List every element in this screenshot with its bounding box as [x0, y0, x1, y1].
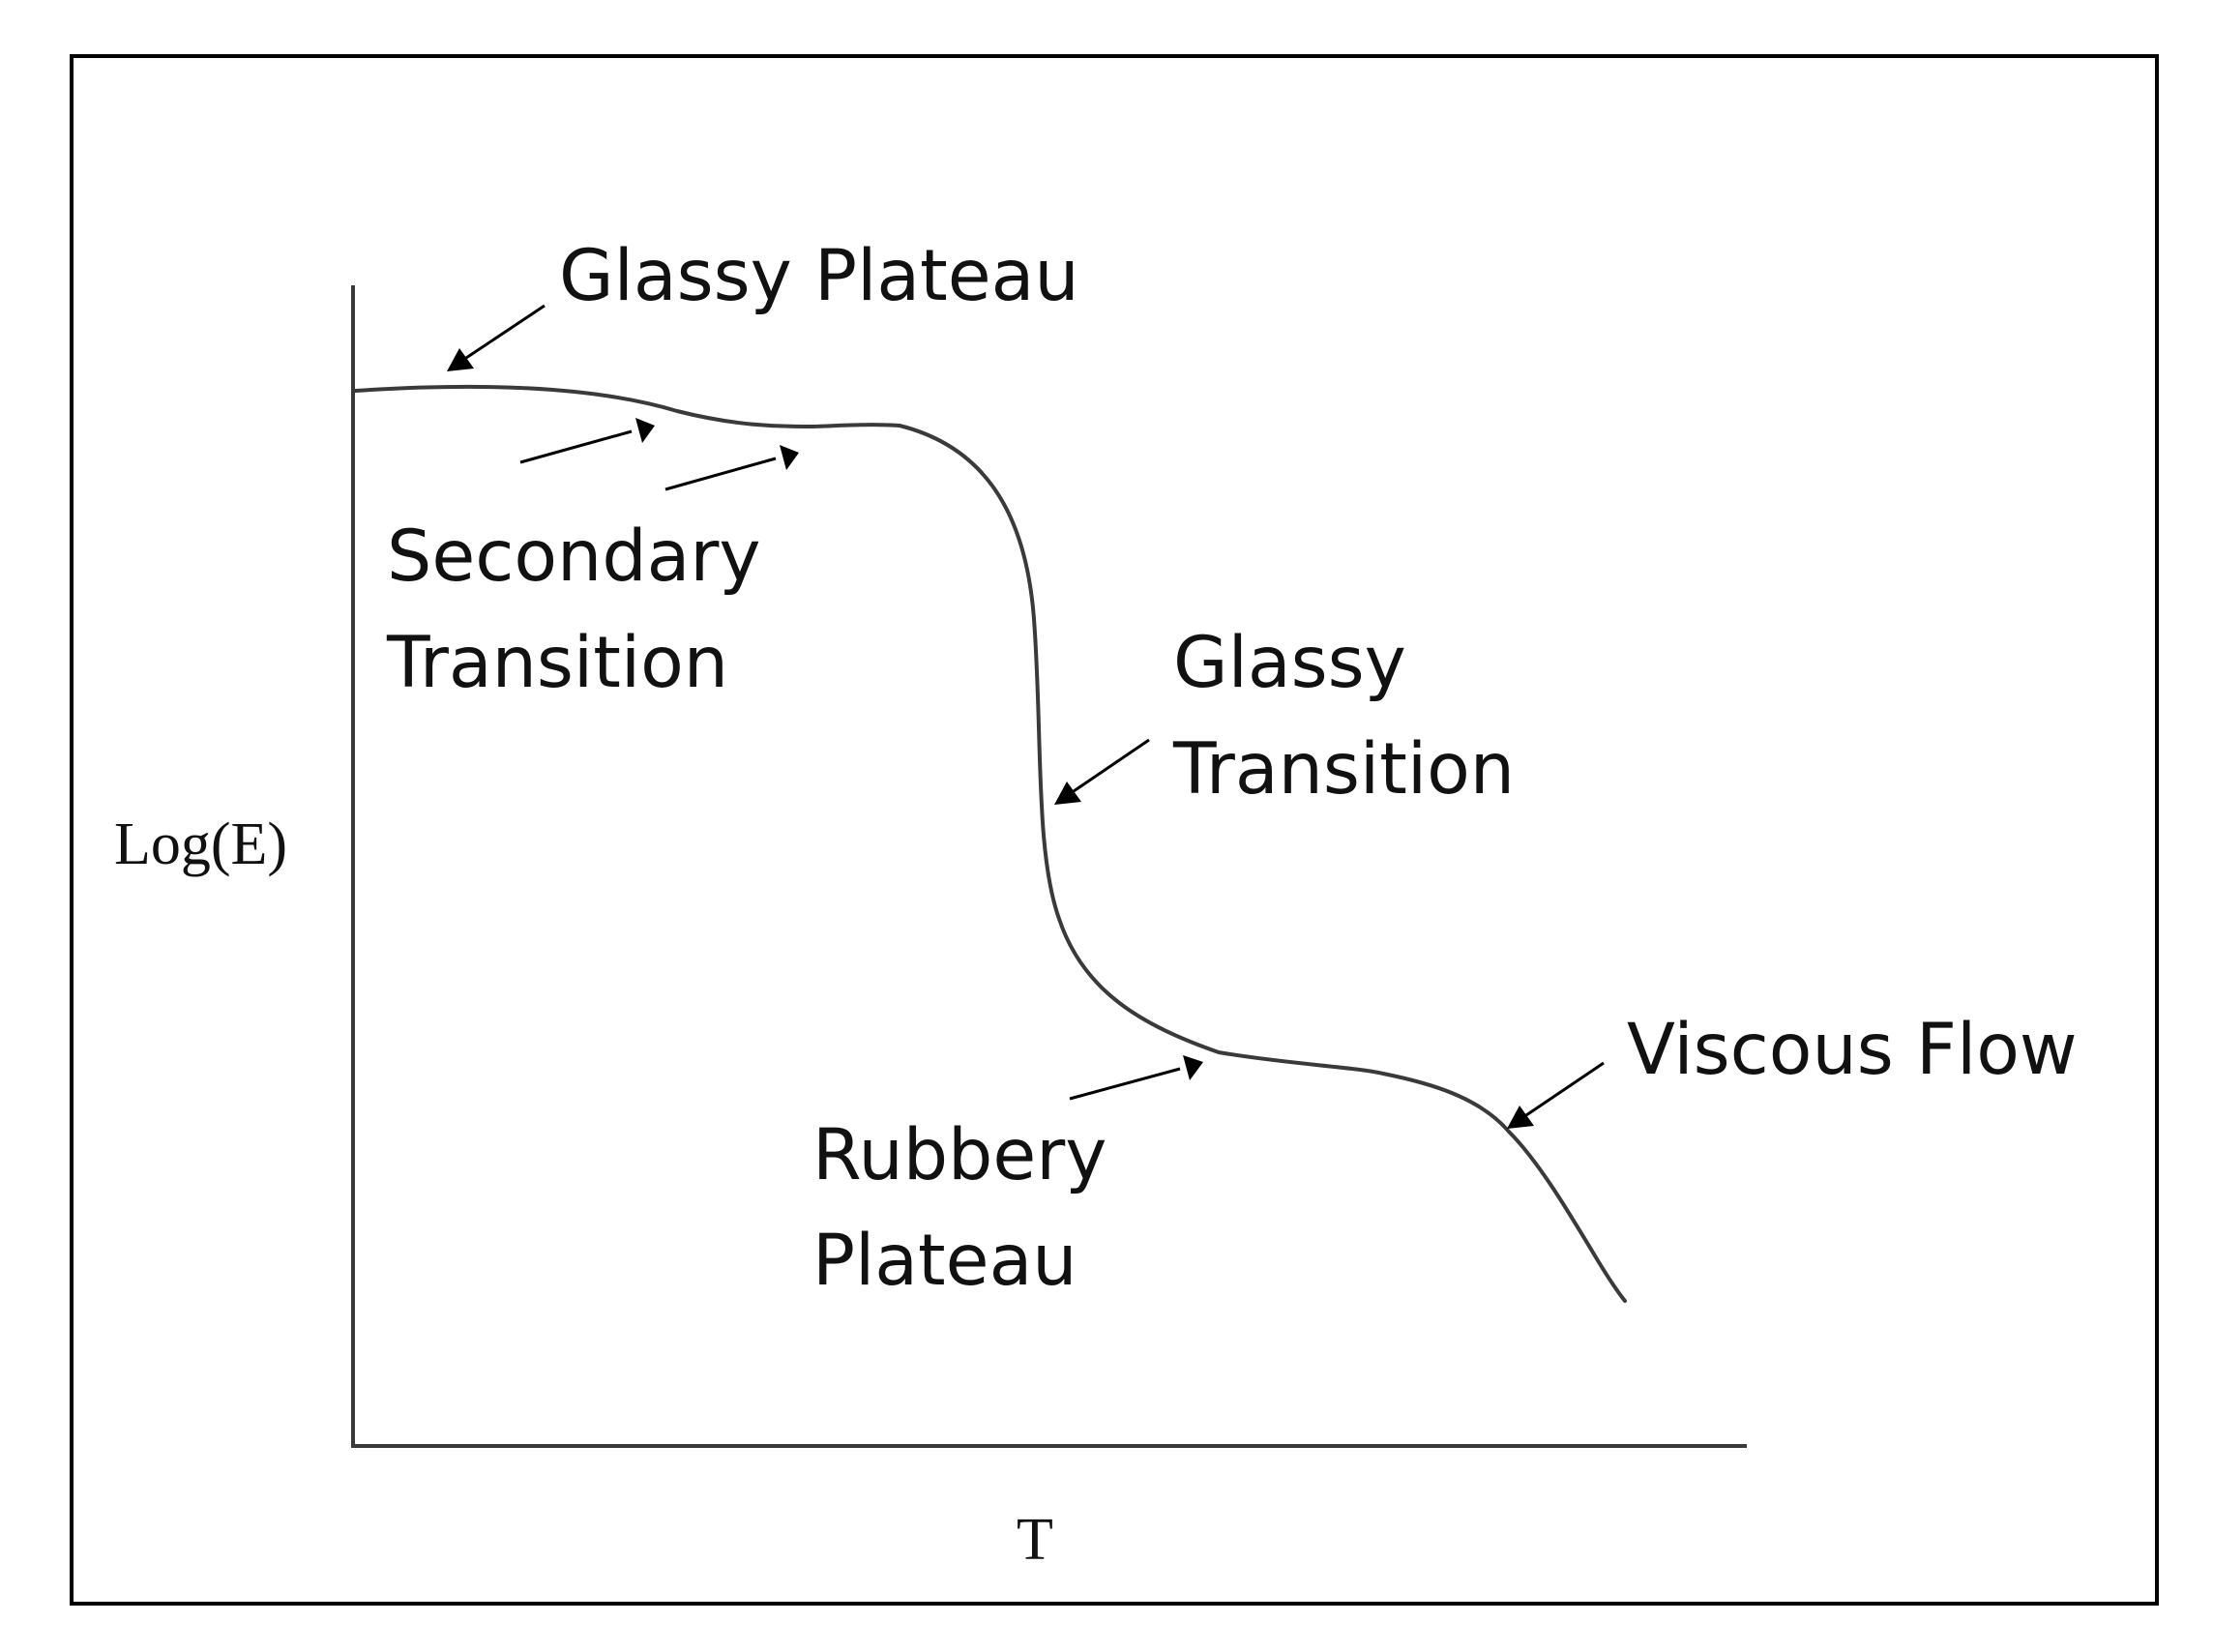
modulus-curve: [353, 384, 1627, 1303]
x-axis-label: T: [1017, 1507, 1053, 1573]
label-secondary-transition: Secondary Transition: [386, 516, 783, 704]
arrow-secondary-transition-2: [664, 445, 799, 491]
arrow-secondary-transition-1: [519, 418, 655, 464]
arrow-glassy-transition: [1054, 738, 1150, 805]
arrow-rubbery-plateau: [1069, 1055, 1203, 1101]
figure-border: [70, 54, 2159, 1606]
arrow-viscous-flow: [1507, 1061, 1605, 1129]
y-axis-label: Log(E): [114, 811, 287, 877]
label-rubbery-plateau: Rubbery Plateau: [812, 1114, 1130, 1302]
label-glassy-transition: Glassy Transition: [1172, 622, 1515, 811]
arrow-glassy-plateau: [447, 304, 546, 371]
label-viscous-flow: Viscous Flow: [1627, 1009, 2078, 1091]
label-glassy-plateau: Glassy Plateau: [559, 235, 1079, 317]
